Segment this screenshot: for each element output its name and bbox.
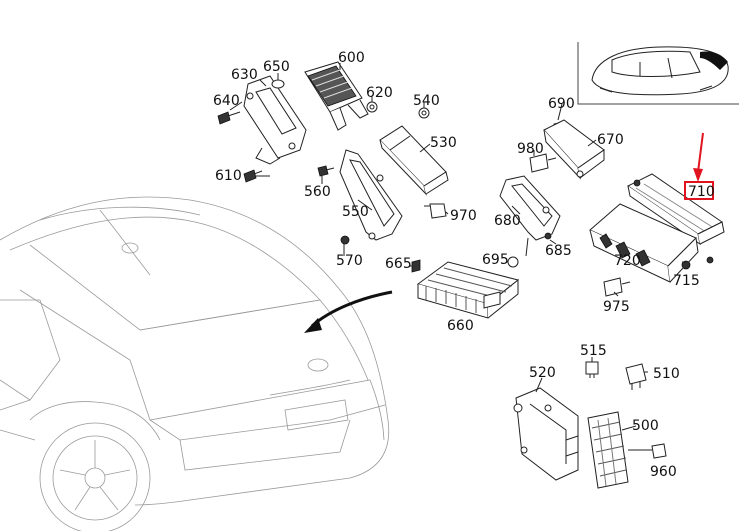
- part-970-connector: [424, 203, 447, 219]
- leader-lines: [229, 63, 686, 431]
- part-520-carrier: [513, 387, 579, 481]
- label-670: 670: [597, 132, 624, 148]
- part-510-relay: [625, 363, 647, 390]
- label-710: 710: [688, 184, 715, 200]
- part-labels: 600 650 630 620 640 540 530 610 560 550 …: [213, 50, 715, 480]
- part-650-nut: [271, 79, 285, 89]
- label-665: 665: [385, 256, 412, 272]
- label-560: 560: [304, 184, 331, 200]
- label-630: 630: [231, 67, 258, 83]
- part-620-nut: [366, 101, 378, 113]
- part-710-module: [627, 173, 725, 264]
- part-980-connector: [529, 153, 557, 173]
- part-715-nut: [681, 260, 691, 270]
- label-515: 515: [580, 343, 607, 359]
- label-720: 720: [614, 253, 641, 269]
- part-540-nut: [418, 107, 430, 119]
- part-665-screw: [411, 259, 421, 273]
- part-640-bolt: [217, 111, 241, 125]
- part-720-module: [589, 203, 699, 283]
- label-715: 715: [673, 273, 700, 289]
- highlight-arrow: [693, 132, 704, 182]
- label-690: 690: [548, 96, 575, 112]
- part-550-bracket: [339, 149, 403, 241]
- label-970: 970: [450, 208, 477, 224]
- part-560-bolt: [317, 165, 335, 177]
- label-530: 530: [430, 135, 457, 151]
- label-640: 640: [213, 93, 240, 109]
- part-570-nut: [340, 235, 350, 245]
- part-500-fuse-box: [587, 411, 629, 489]
- part-660-amplifier: [416, 261, 520, 319]
- part-600-module: [304, 61, 369, 131]
- label-500: 500: [632, 418, 659, 434]
- highlight-box: [684, 181, 714, 200]
- label-980: 980: [517, 141, 544, 157]
- label-540: 540: [413, 93, 440, 109]
- part-610-bolt: [243, 169, 263, 183]
- label-550: 550: [342, 204, 369, 220]
- label-510: 510: [653, 366, 680, 382]
- label-570: 570: [336, 253, 363, 269]
- part-670-module: [543, 119, 605, 180]
- part-680-bracket: [499, 175, 561, 257]
- vehicle-outline: [0, 196, 390, 531]
- label-600: 600: [338, 50, 365, 66]
- label-650: 650: [263, 59, 290, 75]
- label-975: 975: [603, 299, 630, 315]
- part-695-nut: [507, 256, 519, 268]
- label-520: 520: [529, 365, 556, 381]
- location-arrow: [304, 290, 393, 333]
- part-975-connector: [603, 277, 631, 297]
- part-960-connector: [628, 443, 667, 459]
- vehicle-inset: [577, 42, 739, 105]
- part-685-nut: [544, 232, 552, 240]
- label-660: 660: [447, 318, 474, 334]
- label-680: 680: [494, 213, 521, 229]
- label-620: 620: [366, 85, 393, 101]
- label-685: 685: [545, 243, 572, 259]
- part-530-module: [379, 125, 449, 196]
- label-960: 960: [650, 464, 677, 480]
- label-610: 610: [215, 168, 242, 184]
- part-515-relay: [585, 361, 599, 378]
- part-630-bracket: [243, 75, 307, 165]
- label-695: 695: [482, 252, 509, 268]
